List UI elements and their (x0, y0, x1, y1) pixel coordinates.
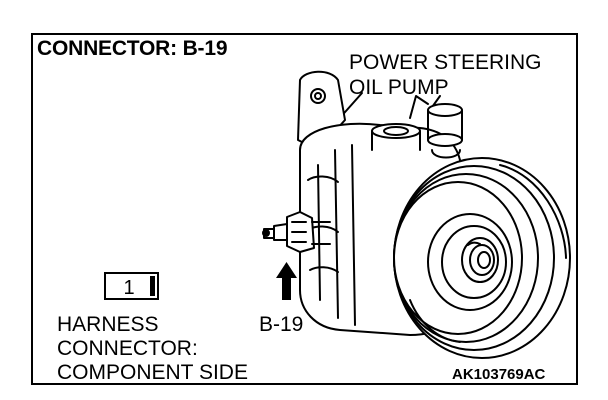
part-label-line-1: POWER STEERING (349, 51, 542, 74)
connector-lock-tab (150, 276, 155, 296)
diagram-frame (31, 33, 578, 385)
harness-caption-line-1: HARNESS (57, 313, 159, 336)
harness-caption-line-2: CONNECTOR: (57, 337, 198, 360)
part-label-line-2: OIL PUMP (349, 76, 449, 99)
pointer-label: B-19 (259, 313, 304, 336)
connector-title: CONNECTOR: B-19 (37, 37, 228, 60)
up-arrow-icon (276, 262, 297, 300)
harness-connector-symbol: 1 (104, 272, 159, 300)
figure-code: AK103769AC (452, 366, 546, 383)
pin-number: 1 (123, 277, 135, 299)
harness-caption-line-3: COMPONENT SIDE (57, 361, 248, 384)
